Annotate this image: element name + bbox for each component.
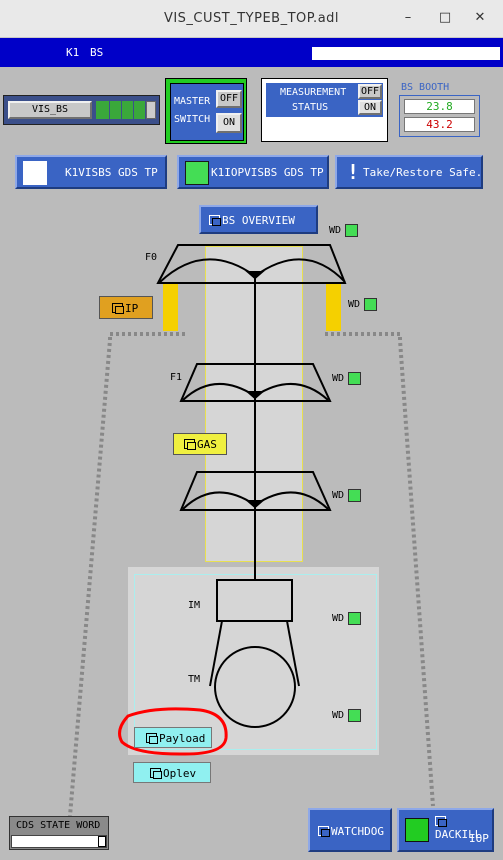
measurement-off-button[interactable]: OFF	[358, 84, 382, 99]
wd-indicator-tm	[348, 709, 361, 722]
wd-label-f2: WD	[332, 490, 345, 501]
booth-value-2: 43.2	[404, 117, 475, 132]
stage-label-f1: F1	[170, 372, 183, 383]
k1iopvisbs-gds-button[interactable]: K1IOPVISBS GDS TP	[177, 155, 329, 189]
vis-bs-led-2	[110, 101, 121, 119]
oplev-text: Oplev	[163, 767, 197, 780]
vis-bs-led-3	[122, 101, 133, 119]
measurement-label-2: STATUS	[292, 102, 329, 113]
cds-state-word-label: CDS STATE WORD	[16, 820, 101, 831]
header-bar: K1 BS	[0, 38, 503, 67]
wd-indicator-f1	[348, 372, 361, 385]
vis-bs-led-4	[134, 101, 145, 119]
wd-label-ip: WD	[348, 299, 361, 310]
related-display-icon	[435, 816, 447, 827]
booth-panel: 23.8 43.2	[399, 95, 480, 137]
bs-overview-button[interactable]: BS OVERVIEW	[199, 205, 318, 234]
wd-label-tm: WD	[332, 710, 345, 721]
wd-indicator-f0-top	[345, 224, 358, 237]
gas-button[interactable]: GAS	[173, 433, 227, 455]
vis-bs-led-1	[96, 101, 109, 119]
oplev-button[interactable]: Oplev	[133, 762, 211, 783]
master-switch-label-2: SWITCH	[174, 114, 211, 125]
wd-label-f0-top: WD	[329, 225, 342, 236]
ip-label: IP	[112, 302, 138, 315]
dackill-indicator	[405, 818, 429, 842]
master-switch-panel: MASTER SWITCH OFF ON	[165, 78, 247, 144]
master-switch-label-1: MASTER	[174, 96, 211, 107]
watchdog-label: WATCHDOG	[318, 825, 384, 838]
k1visbs-gds-indicator	[23, 161, 47, 185]
gas-text: GAS	[197, 438, 217, 451]
oplev-label: Oplev	[150, 767, 196, 780]
header-bs: BS	[90, 46, 104, 59]
take-restore-label: Take/Restore Safe.snap	[363, 166, 483, 179]
take-restore-button[interactable]: ! Take/Restore Safe.snap	[335, 155, 483, 189]
header-status-field	[312, 47, 500, 60]
cds-state-word-marker	[98, 836, 106, 847]
lower-chamber-area	[128, 567, 379, 755]
master-switch-on-button[interactable]: ON	[216, 113, 242, 133]
gas-label: GAS	[184, 438, 217, 451]
bs-overview-text: BS OVERVIEW	[222, 214, 295, 227]
related-display-icon	[150, 768, 162, 779]
stage-label-tm: TM	[188, 674, 201, 685]
dackill-label-2: IOP	[469, 832, 489, 845]
measurement-status-inner: MEASUREMENT STATUS OFF ON	[266, 83, 383, 117]
vis-bs-panel: VIS_BS	[3, 95, 160, 125]
wd-indicator-ip	[364, 298, 377, 311]
minimize-icon[interactable]: –	[404, 10, 412, 25]
window-title: VIS_CUST_TYPEB_TOP.adl	[163, 11, 340, 26]
window-titlebar: VIS_CUST_TYPEB_TOP.adl – □ ✕	[0, 0, 503, 38]
close-icon[interactable]: ✕	[474, 10, 486, 25]
ip-button[interactable]: IP	[99, 296, 153, 319]
measurement-label-1: MEASUREMENT	[280, 87, 347, 98]
k1iopvisbs-gds-label: K1IOPVISBS GDS TP	[211, 166, 324, 179]
wd-label-f1: WD	[332, 373, 345, 384]
master-switch-off-button[interactable]: OFF	[216, 90, 242, 108]
stage-label-im: IM	[188, 600, 201, 611]
related-display-icon	[146, 733, 158, 744]
master-switch-inner: MASTER SWITCH OFF ON	[170, 83, 244, 141]
watchdog-text: WATCHDOG	[331, 825, 384, 838]
wd-label-im: WD	[332, 613, 345, 624]
k1iopvisbs-gds-indicator	[185, 161, 209, 185]
k1visbs-gds-label: K1VISBS GDS TP	[65, 166, 158, 179]
wd-indicator-im	[348, 612, 361, 625]
related-display-icon	[184, 439, 196, 450]
dackill-label-1: DACKILL	[435, 815, 492, 841]
booth-value-1: 23.8	[404, 99, 475, 114]
stage-label-f0: F0	[145, 252, 158, 263]
vis-bs-led-5	[146, 101, 156, 119]
vis-bs-button[interactable]: VIS_BS	[8, 101, 92, 119]
maximize-icon[interactable]: □	[438, 10, 452, 25]
related-display-icon	[318, 826, 330, 837]
exclamation-icon: !	[347, 160, 360, 184]
cds-state-word-panel: CDS STATE WORD	[9, 816, 109, 850]
measurement-status-panel: MEASUREMENT STATUS OFF ON	[261, 78, 388, 142]
payload-button[interactable]: Payload	[134, 727, 212, 748]
k1visbs-gds-button[interactable]: K1VISBS GDS TP	[15, 155, 167, 189]
related-display-icon	[209, 215, 221, 226]
dackill-iop-button[interactable]: DACKILL IOP	[397, 808, 494, 852]
wd-indicator-f2	[348, 489, 361, 502]
payload-label: Payload	[146, 732, 205, 745]
cds-state-word-bar	[11, 835, 107, 848]
watchdog-button[interactable]: WATCHDOG	[308, 808, 392, 852]
booth-label: BS BOOTH	[401, 82, 450, 93]
dackill-text: DACKILL	[435, 828, 482, 841]
ip-text: IP	[125, 302, 139, 315]
payload-text: Payload	[159, 732, 206, 745]
related-display-icon	[112, 303, 124, 314]
measurement-on-button[interactable]: ON	[358, 100, 382, 115]
bs-overview-label: BS OVERVIEW	[209, 214, 295, 227]
header-k1: K1	[66, 46, 80, 59]
